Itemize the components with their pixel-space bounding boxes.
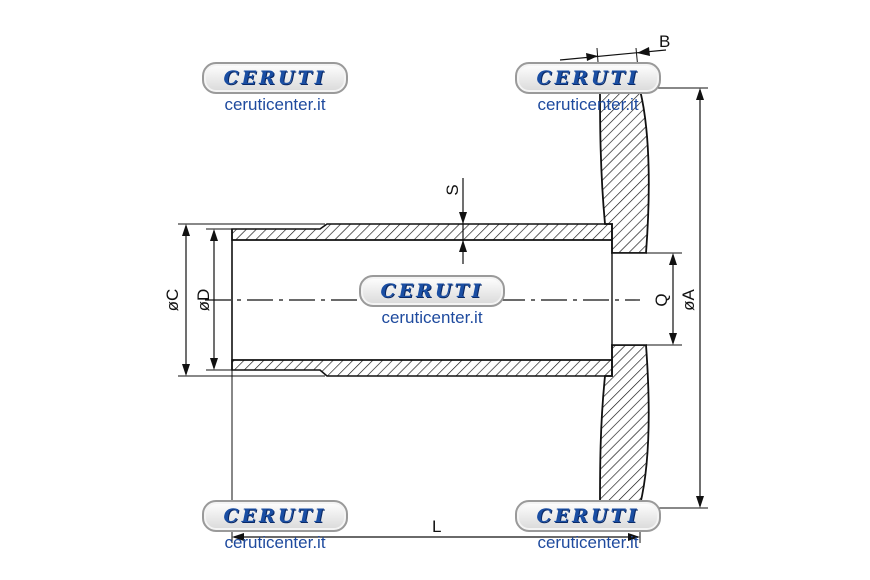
watermark-center: CERUTI ceruticenter.it bbox=[357, 275, 507, 328]
watermark-url: ceruticenter.it bbox=[537, 95, 639, 114]
watermark-top-right: CERUTI ceruticenter.it bbox=[513, 62, 663, 115]
watermark-bottom-right: CERUTI ceruticenter.it bbox=[513, 500, 663, 553]
dim-d-label: øD bbox=[194, 289, 213, 312]
ceruti-logo: CERUTI bbox=[202, 500, 348, 532]
watermark-top-left: CERUTI ceruticenter.it bbox=[200, 62, 350, 115]
dim-s-label: S bbox=[443, 184, 462, 195]
tube-wall-bottom bbox=[231, 359, 613, 377]
ceruti-logo: CERUTI bbox=[515, 62, 661, 94]
dim-a-label: øA bbox=[679, 288, 698, 310]
watermark-url: ceruticenter.it bbox=[537, 533, 639, 552]
watermark-bottom-left: CERUTI ceruticenter.it bbox=[200, 500, 350, 553]
tube-wall-top bbox=[231, 223, 613, 241]
dim-l-label: L bbox=[432, 517, 441, 536]
ceruti-logo: CERUTI bbox=[202, 62, 348, 94]
watermark-url: ceruticenter.it bbox=[381, 308, 483, 327]
dim-q-label: Q bbox=[652, 293, 671, 306]
dim-b-label: B bbox=[659, 32, 670, 51]
ceruti-logo: CERUTI bbox=[359, 275, 505, 307]
watermark-url: ceruticenter.it bbox=[224, 533, 326, 552]
flange-opening bbox=[612, 253, 646, 345]
dim-b-line bbox=[559, 49, 667, 61]
watermark-url: ceruticenter.it bbox=[224, 95, 326, 114]
ceruti-logo: CERUTI bbox=[515, 500, 661, 532]
dim-c-label: øC bbox=[163, 289, 182, 312]
